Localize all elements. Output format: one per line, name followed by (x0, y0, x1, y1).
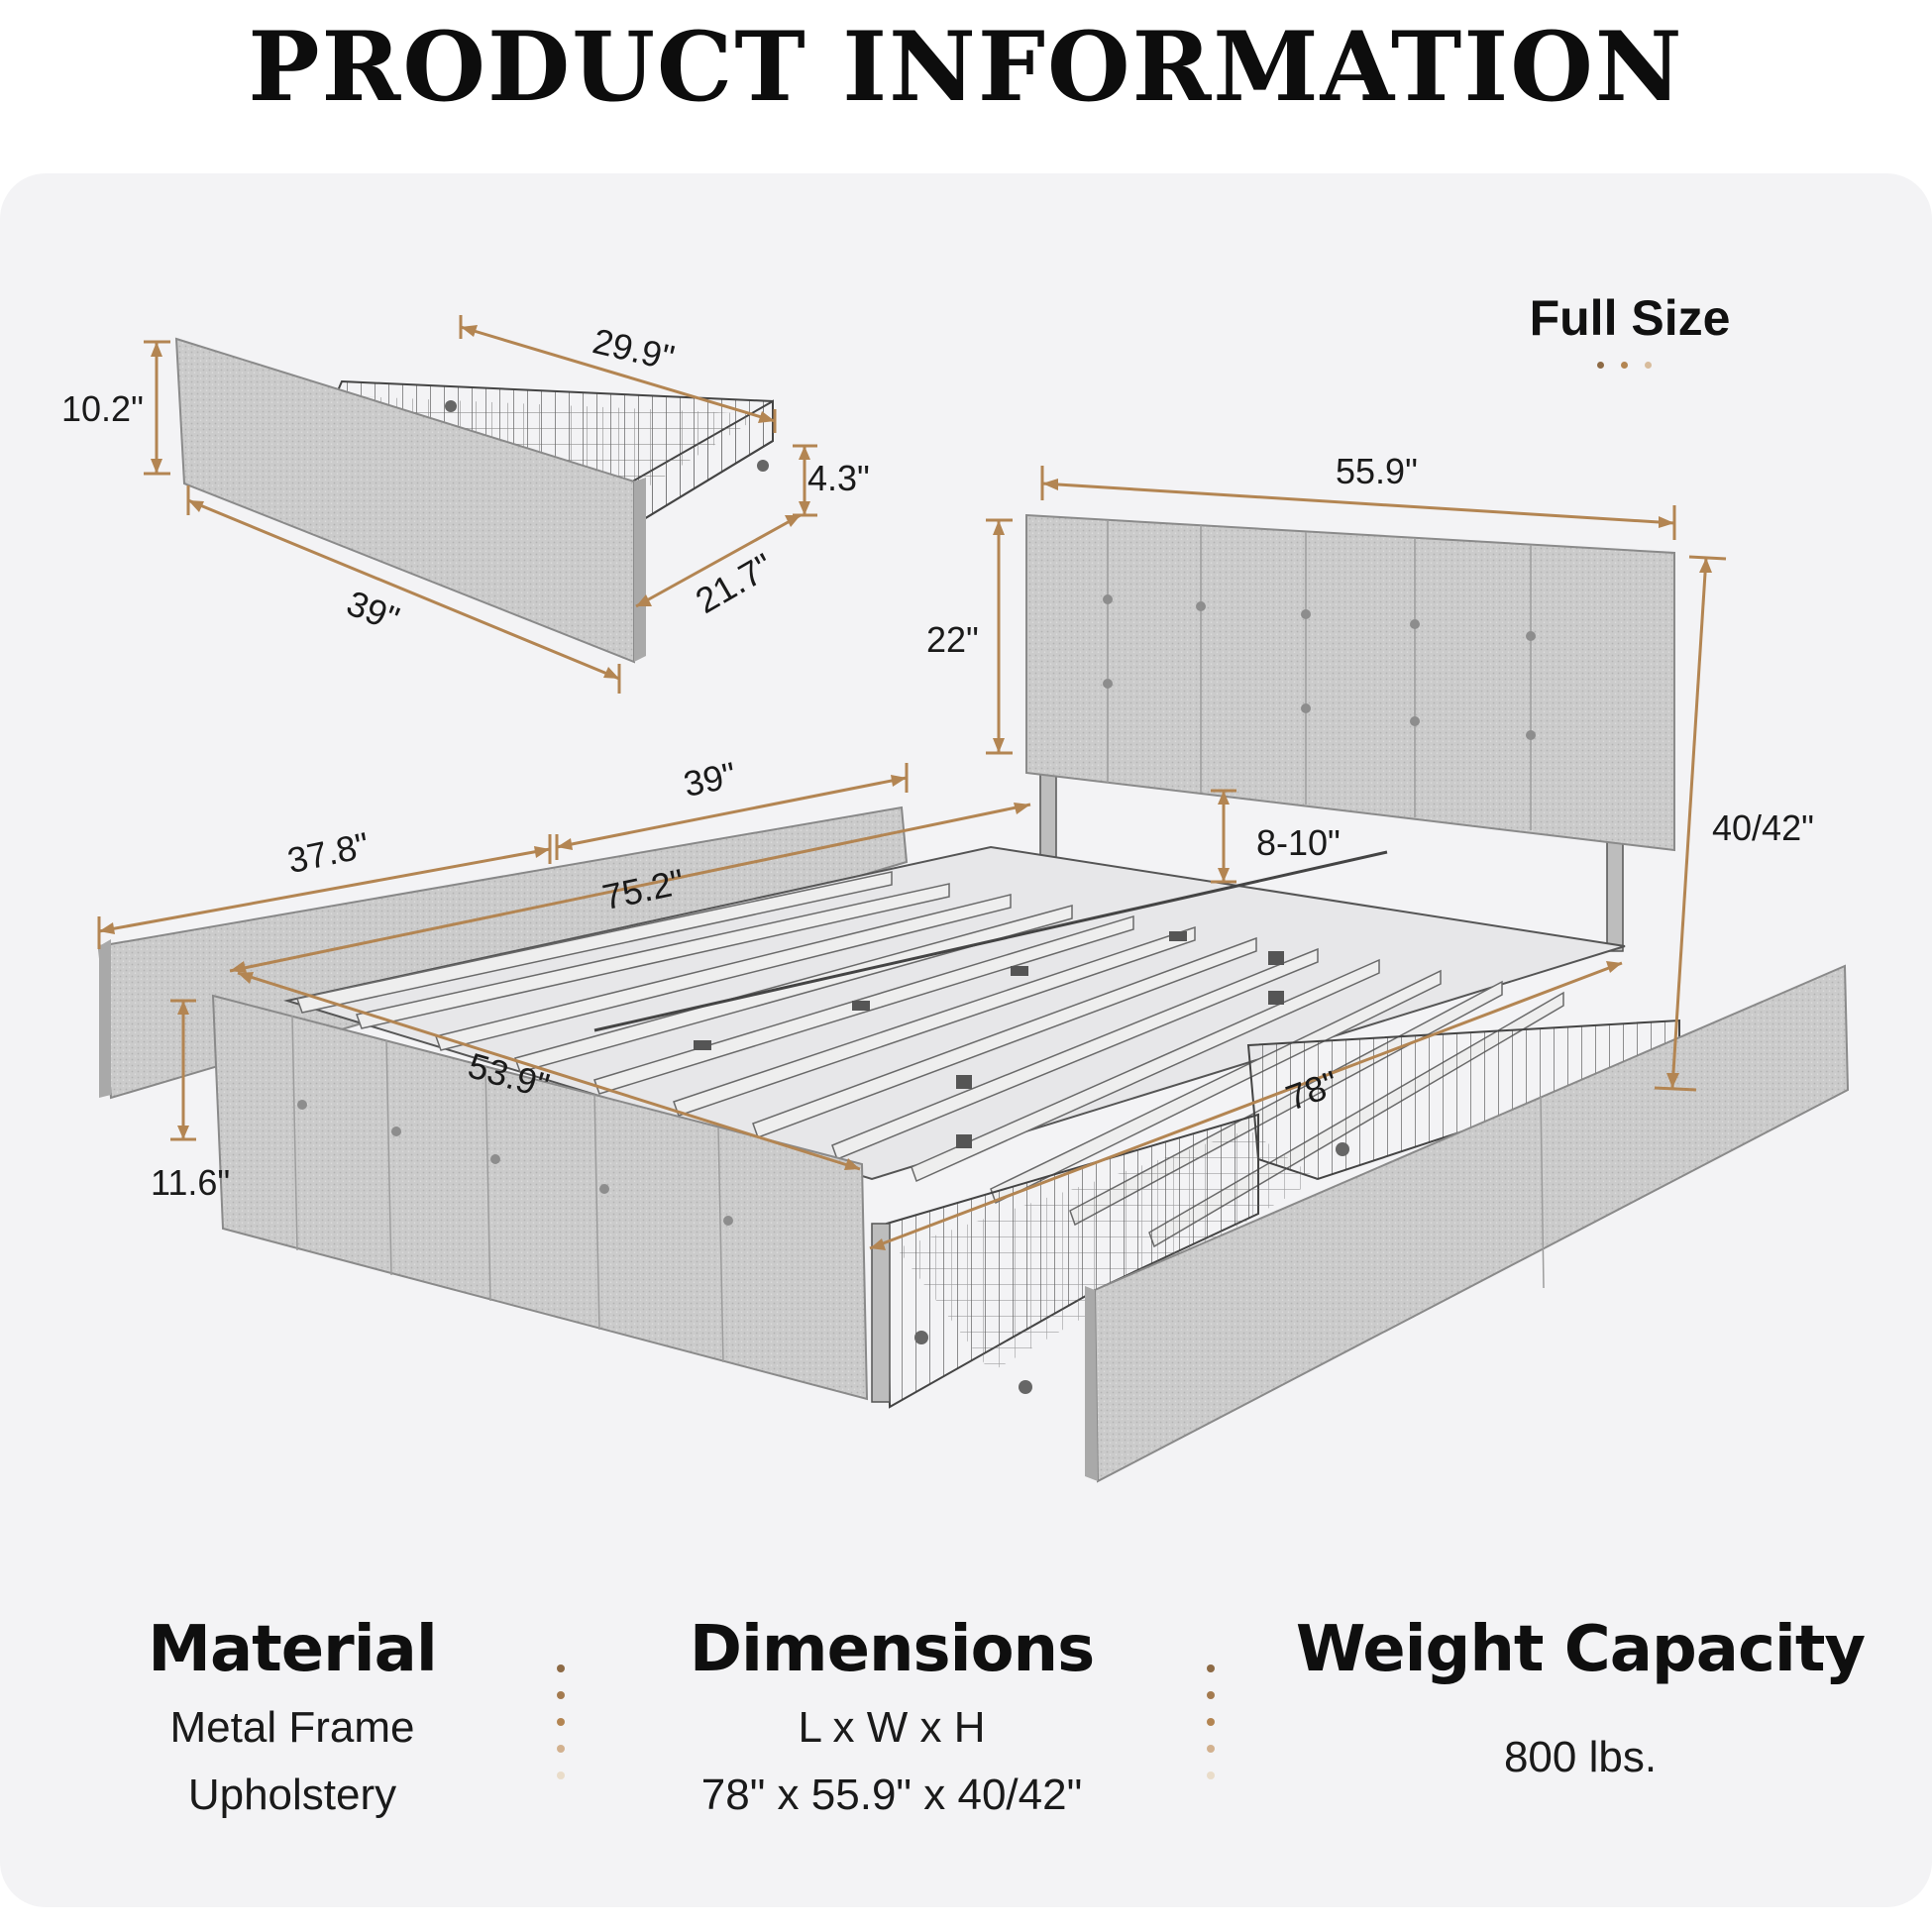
dim-headboard-adjust: 8-10" (1256, 822, 1341, 863)
page-title: PRODUCT INFORMATION (248, 11, 1684, 123)
spec-dimensions: Dimensions L x W x H 78" x 55.9" x 40/42… (674, 1605, 1110, 1829)
dim-drawer-front-height: 10.2" (61, 388, 144, 429)
spec-material-title: Material (148, 1613, 438, 1686)
size-label: Full Size (1529, 290, 1731, 346)
divider-dots-1 (557, 1664, 567, 1783)
bed-illustration (97, 513, 1850, 1483)
dim-drawer-basket-height: 4.3" (807, 458, 870, 498)
spec-material-line-2: Upholstery (187, 1771, 397, 1819)
dimension-arrowheads (99, 325, 1712, 1250)
spec-weight-line-1: 800 lbs. (1503, 1733, 1658, 1781)
slats (296, 871, 1564, 1248)
drawer-front-right (1093, 964, 1850, 1483)
dim-total-height: 40/42" (1712, 807, 1814, 848)
dim-clearance: 11.6" (151, 1162, 231, 1203)
divider-dots-2 (1207, 1664, 1217, 1783)
headboard (1025, 513, 1675, 852)
dimension-lines (97, 315, 1727, 1250)
spec-dimensions-line-1: L x W x H (798, 1703, 986, 1752)
spec-weight: Weight Capacity 800 lbs. (1278, 1605, 1882, 1791)
spec-material: Material Metal Frame Upholstery (119, 1605, 466, 1829)
dim-headboard-width: 55.9" (1336, 451, 1418, 491)
spec-material-line-1: Metal Frame (169, 1703, 415, 1752)
spec-dimensions-line-2: 78" x 55.9" x 40/42" (700, 1771, 1083, 1819)
footboard (211, 994, 869, 1401)
spec-dimensions-title: Dimensions (689, 1613, 1095, 1686)
drawer-illustration (174, 337, 774, 664)
dim-headboard-height: 22" (926, 619, 979, 660)
size-dots (1597, 362, 1657, 372)
spec-weight-title: Weight Capacity (1295, 1613, 1866, 1686)
